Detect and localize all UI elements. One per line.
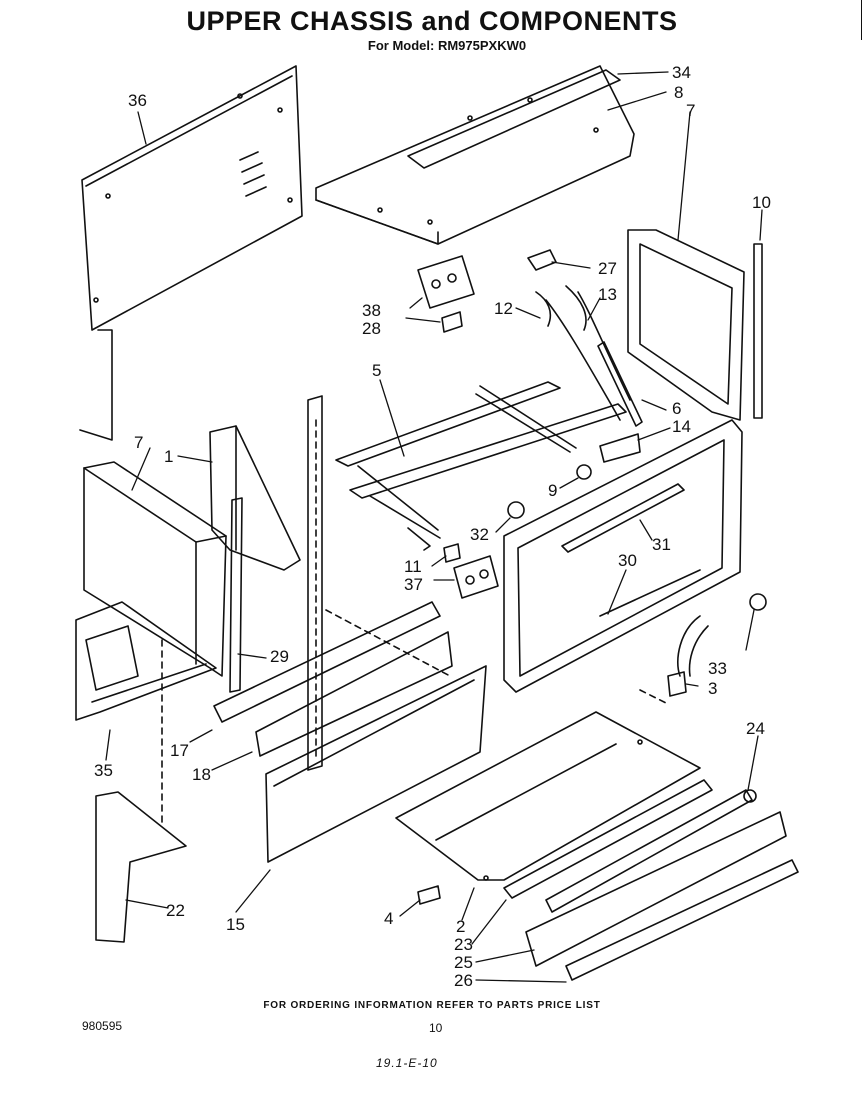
callout-10: 10	[752, 193, 771, 212]
callout-37: 37	[404, 575, 423, 594]
callout-3: 3	[708, 679, 717, 698]
part-29-vertical-rail	[229, 497, 243, 693]
part-5-frame	[335, 381, 627, 551]
callout-24: 24	[746, 719, 765, 738]
callout-8: 8	[674, 83, 683, 102]
callout-18: 18	[192, 765, 211, 784]
part-28-clip	[441, 311, 463, 333]
part-22-deflector	[95, 791, 187, 943]
callout-38: 38	[362, 301, 381, 320]
ordering-note: FOR ORDERING INFORMATION REFER TO PARTS …	[263, 1000, 601, 1011]
callout-27: 27	[598, 259, 617, 278]
part-23-rail	[503, 779, 713, 899]
part-4-clip	[417, 885, 441, 905]
part-7-left-side-box	[83, 461, 227, 677]
callout-4: 4	[384, 909, 393, 928]
callout-11: 11	[404, 557, 422, 576]
part-1-bracket	[209, 425, 301, 571]
callout-26: 26	[454, 971, 473, 990]
part-31-handle-bar	[561, 483, 685, 553]
callout-28: 28	[362, 319, 381, 338]
model-subtitle: For Model: RM975PXKW0	[367, 38, 527, 53]
part-3-plug	[667, 671, 687, 697]
callout-29: 29	[270, 647, 289, 666]
callout-13: 13	[598, 285, 617, 304]
panel-joint-line	[79, 329, 113, 441]
callout-labels: 36 34 8 7 10 27 12 13 38 28 5 6 14 7 1 9…	[94, 63, 771, 990]
callout-35: 35	[94, 761, 113, 780]
guide-line	[639, 689, 669, 705]
part-34-trim-strip	[407, 69, 621, 169]
part-26-lens-strip	[565, 859, 799, 981]
callout-6: 6	[672, 399, 681, 418]
guide-line	[325, 609, 451, 677]
callout-2: 2	[456, 917, 465, 936]
part-7-right-side-frame	[627, 229, 745, 421]
part-17-angle-rail	[213, 601, 441, 723]
part-13-wire	[565, 285, 631, 401]
part-2-bottom-tray	[395, 711, 701, 881]
callout-32: 32	[470, 525, 489, 544]
callout-7-right: 7	[686, 101, 695, 120]
handwritten-reference: 19.1-E-10	[376, 1056, 438, 1070]
part-33-wire	[677, 615, 709, 677]
leader-lines	[105, 71, 763, 983]
vertical-post	[307, 395, 323, 771]
callout-23: 23	[454, 935, 473, 954]
document-code: 980595	[82, 1019, 123, 1033]
part-24-lamp-tube	[545, 789, 757, 913]
part-18-strip	[255, 631, 453, 757]
page-number: 10	[429, 1021, 443, 1035]
callout-5: 5	[372, 361, 381, 380]
callout-25: 25	[454, 953, 473, 972]
part-14-bracket	[599, 433, 641, 463]
callout-14: 14	[672, 417, 691, 436]
page-title: UPPER CHASSIS and COMPONENTS	[186, 6, 678, 36]
callout-33: 33	[708, 659, 727, 678]
part-37-terminal-block	[453, 555, 499, 599]
part-9-knob	[576, 464, 592, 480]
callout-1: 1	[164, 447, 173, 466]
scan-edge-line	[861, 0, 862, 40]
part-15-front-panel	[265, 665, 487, 863]
part-32-knob	[507, 501, 525, 519]
part-36-back-panel	[81, 65, 303, 331]
callout-15: 15	[226, 915, 245, 934]
part-33-cap	[749, 593, 767, 611]
callout-9: 9	[548, 481, 557, 500]
part-30-door-frame	[503, 419, 743, 693]
part-38-terminal-block	[417, 255, 475, 309]
part-6-rod	[597, 341, 643, 427]
part-35-lower-back	[75, 601, 217, 721]
callout-36: 36	[128, 91, 147, 110]
callout-12: 12	[494, 299, 513, 318]
callout-31: 31	[652, 535, 671, 554]
callout-30: 30	[618, 551, 637, 570]
callout-7-left: 7	[134, 433, 143, 452]
part-12-wire	[535, 291, 621, 421]
part-8-top-plate	[315, 65, 635, 245]
callout-34: 34	[672, 63, 691, 82]
part-10-side-strip	[753, 243, 763, 419]
callout-22: 22	[166, 901, 185, 920]
part-27-clip	[527, 249, 557, 271]
part-11-clip	[443, 543, 461, 563]
callout-17: 17	[170, 741, 189, 760]
part-25-reflector	[525, 811, 787, 967]
